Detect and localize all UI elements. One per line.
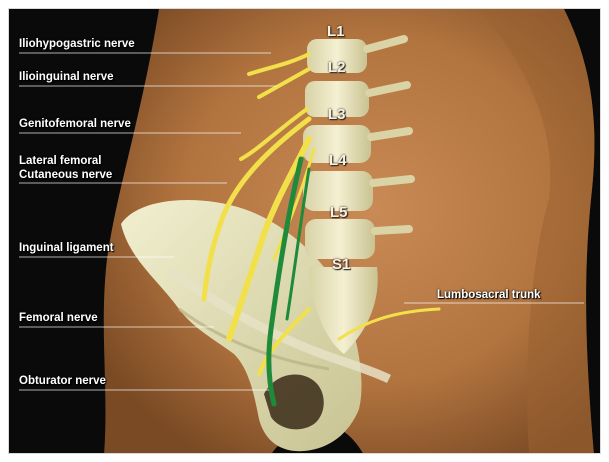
- vertebra-label-l2: L2: [328, 59, 346, 76]
- label-iliohypogastric: Iliohypogastric nerve: [19, 38, 135, 51]
- vertebra-label-l1: L1: [327, 23, 345, 40]
- label-lateral-femoral-1: Lateral femoral: [19, 155, 101, 168]
- label-lateral-femoral-2: Cutaneous nerve: [19, 169, 112, 182]
- label-obturator: Obturator nerve: [19, 375, 106, 388]
- label-ilioinguinal: Ilioinguinal nerve: [19, 71, 114, 84]
- label-inguinal-ligament: Inguinal ligament: [19, 242, 114, 255]
- vertebra-label-s1: S1: [332, 256, 350, 273]
- label-genitofemoral: Genitofemoral nerve: [19, 118, 131, 131]
- vertebra-label-l5: L5: [330, 204, 348, 221]
- vertebra-label-l3: L3: [328, 106, 346, 123]
- anatomy-figure: Iliohypogastric nerve Ilioinguinal nerve…: [8, 8, 601, 454]
- vertebra-label-l4: L4: [329, 152, 347, 169]
- label-lumbosacral-trunk: Lumbosacral trunk: [437, 289, 541, 302]
- label-femoral: Femoral nerve: [19, 312, 98, 325]
